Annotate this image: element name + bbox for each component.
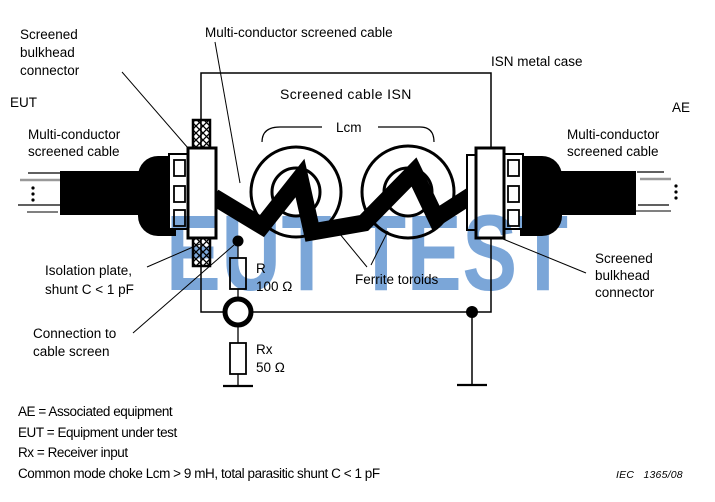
leader-lines — [121, 41, 587, 334]
screened-cable-isn-title: Screened cable ISN — [280, 86, 412, 102]
receiver-circuit — [222, 235, 487, 388]
screened-bulkhead-right-label: Screened bulkhead connector — [595, 251, 655, 300]
figure-reference: IEC 1365/08 — [616, 469, 683, 481]
receiver-port — [222, 296, 254, 328]
multi-conductor-left-label: Multi-conductor screened cable — [28, 127, 121, 159]
eut-label: EUT — [10, 95, 37, 110]
ae-label: AE — [672, 100, 691, 115]
isolation-plate-top — [191, 118, 212, 150]
leader-ferrite-left — [329, 221, 368, 268]
toroid-inner-holes — [270, 166, 434, 218]
isn-metal-case-label: ISN metal case — [491, 54, 583, 69]
toroid-right-inner — [382, 166, 434, 218]
multi-conductor-top-label: Multi-conductor screened cable — [205, 25, 393, 40]
resistor-rx-value-label: 50 Ω — [256, 360, 285, 375]
common-mode-cable — [209, 157, 483, 242]
resistor-rx-name-label: Rx — [256, 342, 273, 357]
bulkhead-connector-right — [474, 146, 506, 240]
isolation-plate-label: Isolation plate, shunt C < 1 pF — [45, 263, 134, 297]
leader-ferrite-right — [370, 230, 389, 266]
legend-ae: AE = Associated equipment — [18, 404, 173, 419]
lcm-label: Lcm — [336, 120, 362, 135]
connection-to-cable-screen-label: Connection to cable screen — [33, 326, 117, 359]
resistor-rx — [229, 342, 247, 375]
leader-bulkhead-left — [121, 71, 189, 149]
ferrite-toroids-label: Ferrite toroids — [355, 272, 439, 287]
cable-right — [550, 171, 636, 215]
resistor-r-value-label: 100 Ω — [256, 279, 293, 294]
cable-left — [60, 171, 152, 215]
legend-choke: Common mode choke Lcm > 9 mH, total para… — [18, 466, 380, 481]
eut-test-watermark: EUT TEST — [166, 192, 569, 313]
leader-multi-conductor-top — [214, 41, 241, 184]
leader-bulkhead-right — [502, 238, 587, 274]
cable-screen-connection-dot — [232, 235, 244, 247]
leader-isolation-plate — [146, 243, 201, 268]
legend-eut: EUT = Equipment under test — [18, 425, 177, 440]
leader-connection-screen — [132, 244, 235, 334]
right-connector-assembly — [466, 146, 678, 240]
bulkhead-connector-left — [186, 146, 218, 240]
screened-bulkhead-left-label: Screened bulkhead connector — [20, 27, 80, 78]
lcm-brace — [261, 126, 435, 143]
legend-rx: Rx = Receiver input — [18, 445, 128, 460]
toroid-left-inner — [270, 166, 322, 218]
resistor-r-name-label: R — [256, 261, 266, 276]
multi-conductor-right-label: Multi-conductor screened cable — [567, 127, 660, 159]
left-connector-assembly — [18, 118, 218, 268]
